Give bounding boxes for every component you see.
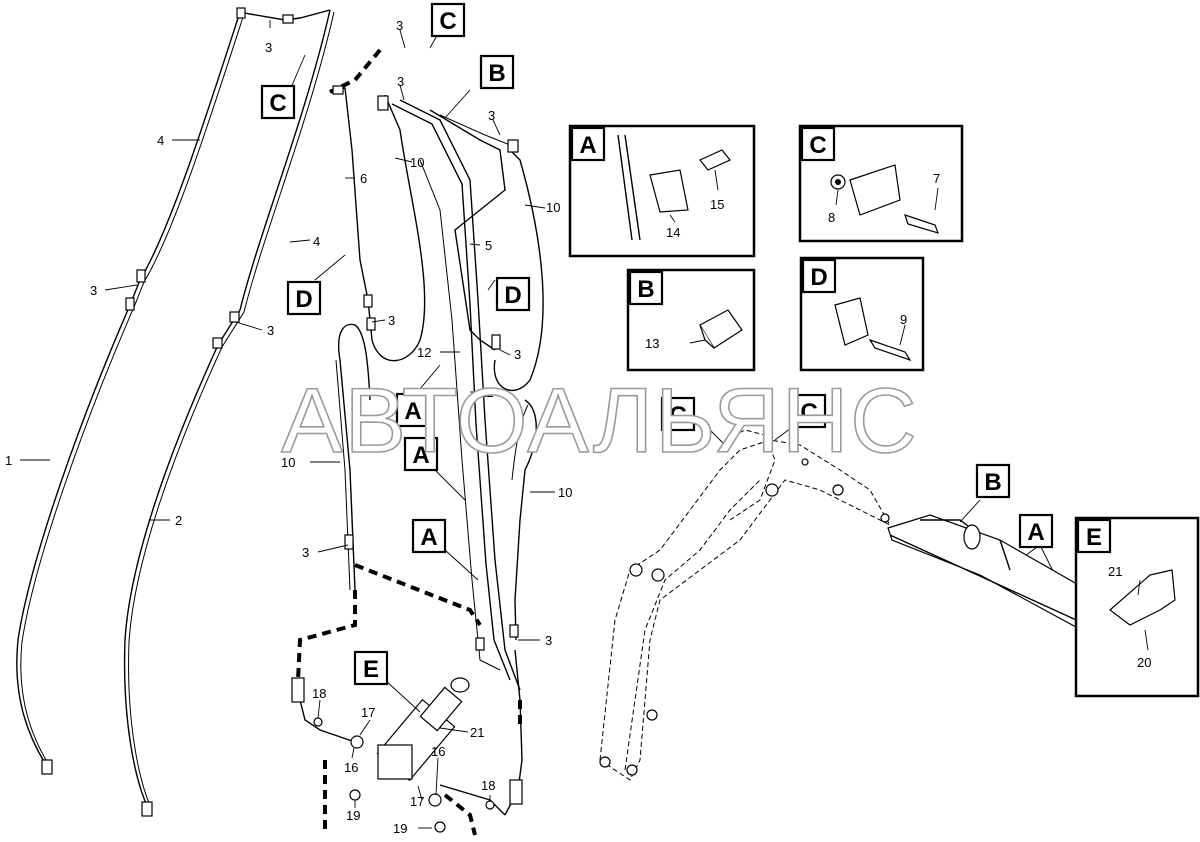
callout-3: 3 bbox=[265, 40, 272, 55]
boom-and-arm bbox=[599, 429, 1146, 781]
callout-17: 17 bbox=[361, 705, 375, 720]
callout-3: 3 bbox=[397, 74, 404, 89]
fittings bbox=[41, 7, 523, 817]
tag-a-1: A bbox=[404, 398, 421, 425]
callout-14: 14 bbox=[666, 225, 680, 240]
tag-c-top: C bbox=[439, 8, 456, 35]
tag-b-boom: B bbox=[984, 469, 1001, 496]
hose-6 bbox=[329, 87, 426, 362]
pipe-5 bbox=[429, 109, 506, 351]
callout-15: 15 bbox=[710, 197, 724, 212]
callout-4: 4 bbox=[157, 133, 164, 148]
hose-10 bbox=[338, 323, 371, 591]
pipe-12 bbox=[391, 103, 511, 681]
callout-3: 3 bbox=[514, 347, 521, 362]
part-callouts: 1 2 3 3 3 3 3 3 3 3 3 3 4 4 5 6 7 8 9 10… bbox=[5, 18, 1151, 836]
callout-21: 21 bbox=[1108, 564, 1122, 579]
inset-c: C bbox=[798, 124, 964, 243]
tag-b-top: B bbox=[488, 60, 505, 87]
pipe-11 bbox=[399, 99, 521, 691]
inset-a-tag: A bbox=[579, 132, 596, 159]
inset-d-tag: D bbox=[810, 264, 827, 291]
hose-assembly bbox=[16, 7, 544, 836]
callout-10: 10 bbox=[558, 485, 572, 500]
callout-19: 19 bbox=[346, 808, 360, 823]
tag-c-boom-1: C bbox=[669, 402, 686, 429]
callout-17: 17 bbox=[410, 794, 424, 809]
inset-b-tag: B bbox=[637, 276, 654, 303]
callout-3: 3 bbox=[396, 18, 403, 33]
callout-7: 7 bbox=[933, 171, 940, 186]
dashed-link bbox=[354, 563, 482, 627]
callout-16: 16 bbox=[431, 744, 445, 759]
tag-e-left: E bbox=[363, 656, 379, 683]
callout-1: 1 bbox=[5, 453, 12, 468]
tag-c-left: C bbox=[269, 90, 286, 117]
callout-13: 13 bbox=[645, 336, 659, 351]
callout-5: 5 bbox=[485, 238, 492, 253]
callout-9: 9 bbox=[900, 312, 907, 327]
callout-18: 18 bbox=[481, 778, 495, 793]
tag-d-right: D bbox=[504, 282, 521, 309]
callout-2: 2 bbox=[175, 513, 182, 528]
callout-8: 8 bbox=[828, 210, 835, 225]
inset-b: B bbox=[626, 268, 756, 372]
callout-20: 20 bbox=[1137, 655, 1151, 670]
callout-3: 3 bbox=[302, 545, 309, 560]
tag-a-3: A bbox=[420, 524, 437, 551]
callout-3: 3 bbox=[488, 108, 495, 123]
hose-10-right bbox=[493, 149, 544, 391]
callout-3: 3 bbox=[267, 323, 274, 338]
callout-6: 6 bbox=[360, 171, 367, 186]
callout-21: 21 bbox=[470, 725, 484, 740]
callout-19: 19 bbox=[393, 821, 407, 836]
inset-d: D bbox=[799, 256, 925, 372]
callout-10: 10 bbox=[546, 200, 560, 215]
inset-e-tag: E bbox=[1086, 524, 1102, 551]
callout-10: 10 bbox=[410, 155, 424, 170]
callout-3: 3 bbox=[90, 283, 97, 298]
tag-a-boom: A bbox=[1027, 519, 1044, 546]
callout-3: 3 bbox=[388, 313, 395, 328]
callout-10: 10 bbox=[281, 455, 295, 470]
callout-4: 4 bbox=[313, 234, 320, 249]
callout-16: 16 bbox=[344, 760, 358, 775]
hose-2 bbox=[123, 9, 331, 809]
watermark: АВТОАЛЬЯНС bbox=[281, 370, 919, 472]
callout-3: 3 bbox=[545, 633, 552, 648]
callout-12: 12 bbox=[417, 345, 431, 360]
cylinder-21 bbox=[313, 677, 495, 833]
tag-boxes: C C B D D A A A E C C B A bbox=[260, 2, 1054, 686]
callout-11: 11 bbox=[480, 385, 494, 400]
hose-1 bbox=[16, 11, 241, 769]
inset-c-tag: C bbox=[809, 132, 826, 159]
tag-c-boom-2: C bbox=[800, 399, 817, 426]
inset-e: E bbox=[1074, 516, 1200, 698]
tag-a-2: A bbox=[412, 442, 429, 469]
callout-18: 18 bbox=[312, 686, 326, 701]
tag-d-left: D bbox=[295, 286, 312, 313]
inset-a: A bbox=[568, 124, 756, 258]
